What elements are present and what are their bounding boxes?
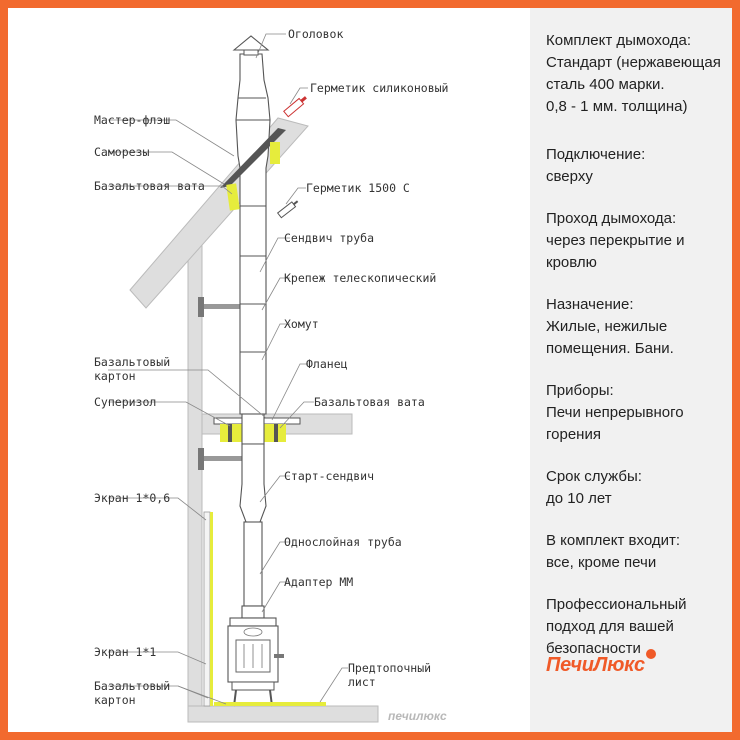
label-pre-firebox-2: лист: [348, 675, 376, 689]
sandwich-pipe: [235, 53, 271, 415]
brand-dot-icon: [645, 649, 656, 659]
brand-logo: ПечиЛюкс: [546, 649, 656, 677]
basalt-board-wall: [210, 512, 213, 706]
chimney-diagram: Оголовок Герметик силиконовый Мастер-флэ…: [94, 27, 448, 723]
master-flash: [220, 128, 286, 188]
info-line: через перекрытие и: [546, 232, 685, 249]
chimney-cap: [232, 35, 270, 51]
info-line: горения: [546, 426, 601, 443]
info-line: Жилые, нежилые: [546, 318, 668, 335]
sealant-1500-icon: [276, 200, 299, 219]
info-block: Профессиональный подход для вашей безопасн…: [546, 594, 732, 660]
label-basalt-board-bot-1: Базальтовый: [94, 679, 170, 693]
info-line: В комплект входит:: [546, 532, 681, 549]
silicone-sealant-icon: [283, 96, 307, 118]
stove: [227, 617, 284, 707]
label-khomut: Хомут: [284, 317, 319, 331]
label-basalt-board-bot-2: картон: [94, 693, 136, 707]
info-line: Назначение:: [546, 296, 634, 313]
info-line: Срок службы:: [546, 468, 642, 485]
frame: Оголовок Герметик силиконовый Мастер-флэ…: [8, 8, 732, 732]
label-basalt-wool-mid: Базальтовая вата: [314, 395, 425, 409]
label-screen-1x06: Экран 1*0,6: [94, 491, 170, 505]
label-krepezh: Крепеж телескопический: [284, 271, 436, 285]
label-superizol: Суперизол: [94, 395, 156, 409]
label-sandwich-pipe: Сендвич труба: [284, 231, 374, 245]
label-ogolovok: Оголовок: [288, 27, 343, 41]
info-line: Проход дымохода:: [546, 210, 677, 227]
info-panel: Комплект дымохода: Стандарт (нержавеющая с…: [530, 8, 732, 732]
info-block: Назначение: Жилые, нежилые помещения. Бани…: [546, 294, 732, 360]
info-line: 0,8 - 1 мм. толщина): [546, 98, 688, 115]
label-screen-1x1: Экран 1*1: [94, 645, 156, 659]
info-block: Приборы: Печи непрерывного горения: [546, 380, 732, 446]
info-line: все, кроме печи: [546, 554, 657, 571]
wall-bracket-bottom: [198, 448, 204, 470]
info-line: сверху: [546, 168, 593, 185]
info-line: Приборы:: [546, 382, 614, 399]
wall-bracket-top-bar: [204, 304, 242, 309]
info-block: В комплект входит: все, кроме печи: [546, 530, 732, 574]
label-germetik-silicone: Герметик силиконовый: [310, 81, 448, 95]
superizol: [228, 424, 232, 442]
info-line: подход для вашей: [546, 618, 674, 635]
label-single-wall-pipe: Однослойная труба: [284, 535, 402, 549]
info-line: кровлю: [546, 254, 597, 271]
screen-1x06: [203, 511, 211, 707]
label-basalt-wool-top: Базальтовая вата: [94, 179, 205, 193]
info-line: Печи непрерывного: [546, 404, 684, 421]
info-line: Подключение:: [546, 146, 646, 163]
label-basalt-board-mid-1: Базальтовый: [94, 355, 170, 369]
info-line: Профессиональный: [546, 596, 687, 613]
watermark: печилюкс: [388, 709, 447, 723]
info-line: безопасности: [546, 640, 641, 657]
info-line: сталь 400 марки.: [546, 76, 665, 93]
chimney-cap-rim: [243, 49, 259, 56]
superizol-right: [274, 424, 278, 442]
info-block: Комплект дымохода: Стандарт (нержавеющая с…: [546, 30, 732, 118]
label-pre-firebox-1: Предтопочный: [348, 661, 431, 675]
leader-lines: [108, 33, 348, 705]
info-block: Срок службы: до 10 лет: [546, 466, 732, 510]
info-line: Стандарт (нержавеющая: [546, 54, 721, 71]
info-line: до 10 лет: [546, 490, 612, 507]
adapter-mm: [241, 605, 265, 619]
label-master-flash: Мастер-флэш: [94, 113, 170, 127]
info-block: Проход дымохода: через перекрытие и кровлю: [546, 208, 732, 274]
label-flanets: Фланец: [306, 357, 348, 371]
pass-through-pipe: [241, 413, 265, 445]
single-wall-pipe: [243, 521, 263, 607]
wall-bracket-bottom-bar: [204, 456, 242, 461]
info-line: помещения. Бани.: [546, 340, 674, 357]
wall-bracket-top: [198, 297, 204, 317]
label-start-sandwich: Старт-сендвич: [284, 469, 374, 483]
floor: [187, 705, 379, 723]
start-sandwich: [239, 443, 267, 523]
info-block: Подключение: сверху: [546, 144, 732, 188]
label-germetik-1500: Герметик 1500 С: [306, 181, 410, 195]
label-basalt-board-mid-2: картон: [94, 369, 136, 383]
label-adapter: Адаптер ММ: [284, 575, 353, 589]
pre-firebox-sheet: [214, 702, 326, 706]
label-samorezy: Саморезы: [94, 145, 149, 159]
info-line: Комплект дымохода:: [546, 32, 692, 49]
basalt-wool-roof-left: [226, 183, 240, 211]
basalt-wool-roof-right: [270, 142, 280, 164]
brand-name: ПечиЛюкс: [546, 654, 645, 676]
